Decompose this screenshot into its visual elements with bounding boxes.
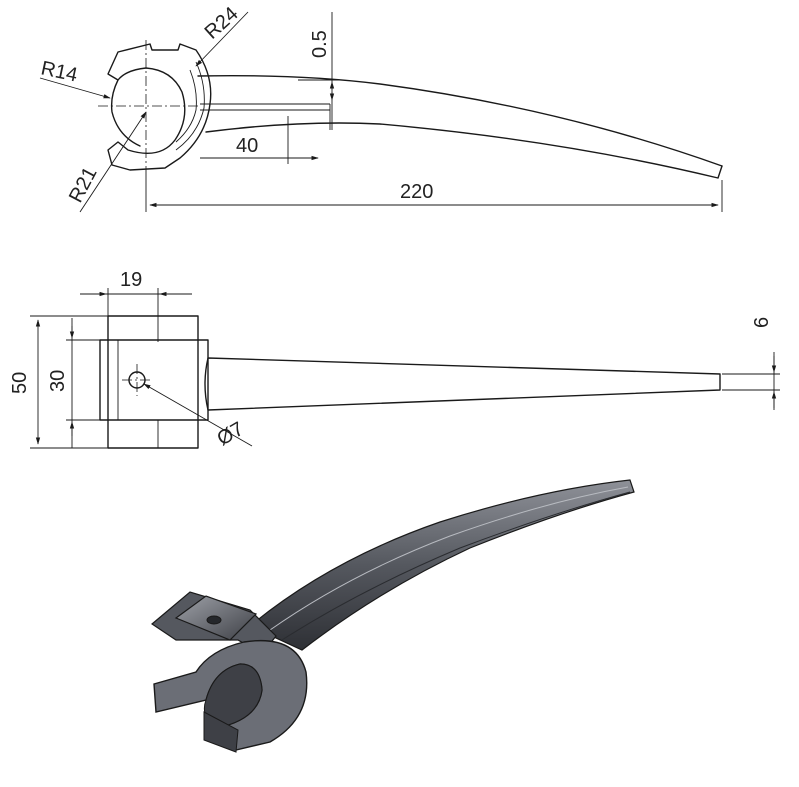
clamp-outer-profile (107, 43, 212, 171)
iso-blade (248, 479, 635, 651)
iso-hole (206, 615, 222, 625)
dim-05-label: 0.5 (309, 30, 331, 58)
clamp-block-outer (107, 315, 199, 449)
clamp-inner-rim (175, 61, 205, 151)
isometric-view (151, 479, 635, 753)
dim-50-label: 50 (9, 372, 31, 394)
hole-leader (143, 383, 253, 447)
iso-blade-ridge (269, 486, 629, 631)
dim-6-label: 6 (751, 317, 773, 328)
dim-19-label: 19 (120, 269, 142, 291)
clamp-block-inner (99, 339, 209, 421)
r24-label: R24 (201, 3, 243, 44)
r21-label: R21 (65, 164, 102, 207)
iso-blade-ridge-2 (281, 491, 631, 641)
dim-40-label: 40 (236, 135, 258, 157)
blade-top-edge (197, 74, 723, 167)
front-view: R14 R24 R21 0.5 40 220 (39, 3, 723, 213)
blade-bottom-edge (205, 122, 723, 179)
clamp-bore (110, 79, 141, 147)
r14-leader (39, 77, 111, 99)
dim-220-label: 220 (400, 181, 433, 203)
hole-label: Ø7 (214, 418, 248, 450)
blade-plan (204, 357, 721, 411)
r24-leader (195, 11, 249, 67)
r14-label: R14 (39, 57, 79, 86)
clamp-inner-rim-2 (175, 69, 197, 143)
dim-30-label: 30 (47, 370, 69, 392)
r21-leader (79, 111, 147, 213)
iso-clamp-foot (203, 711, 239, 753)
iso-clamp-ring-inner (203, 663, 263, 729)
top-view: 19 50 30 6 Ø7 (9, 269, 780, 450)
blade-slot (200, 103, 330, 111)
